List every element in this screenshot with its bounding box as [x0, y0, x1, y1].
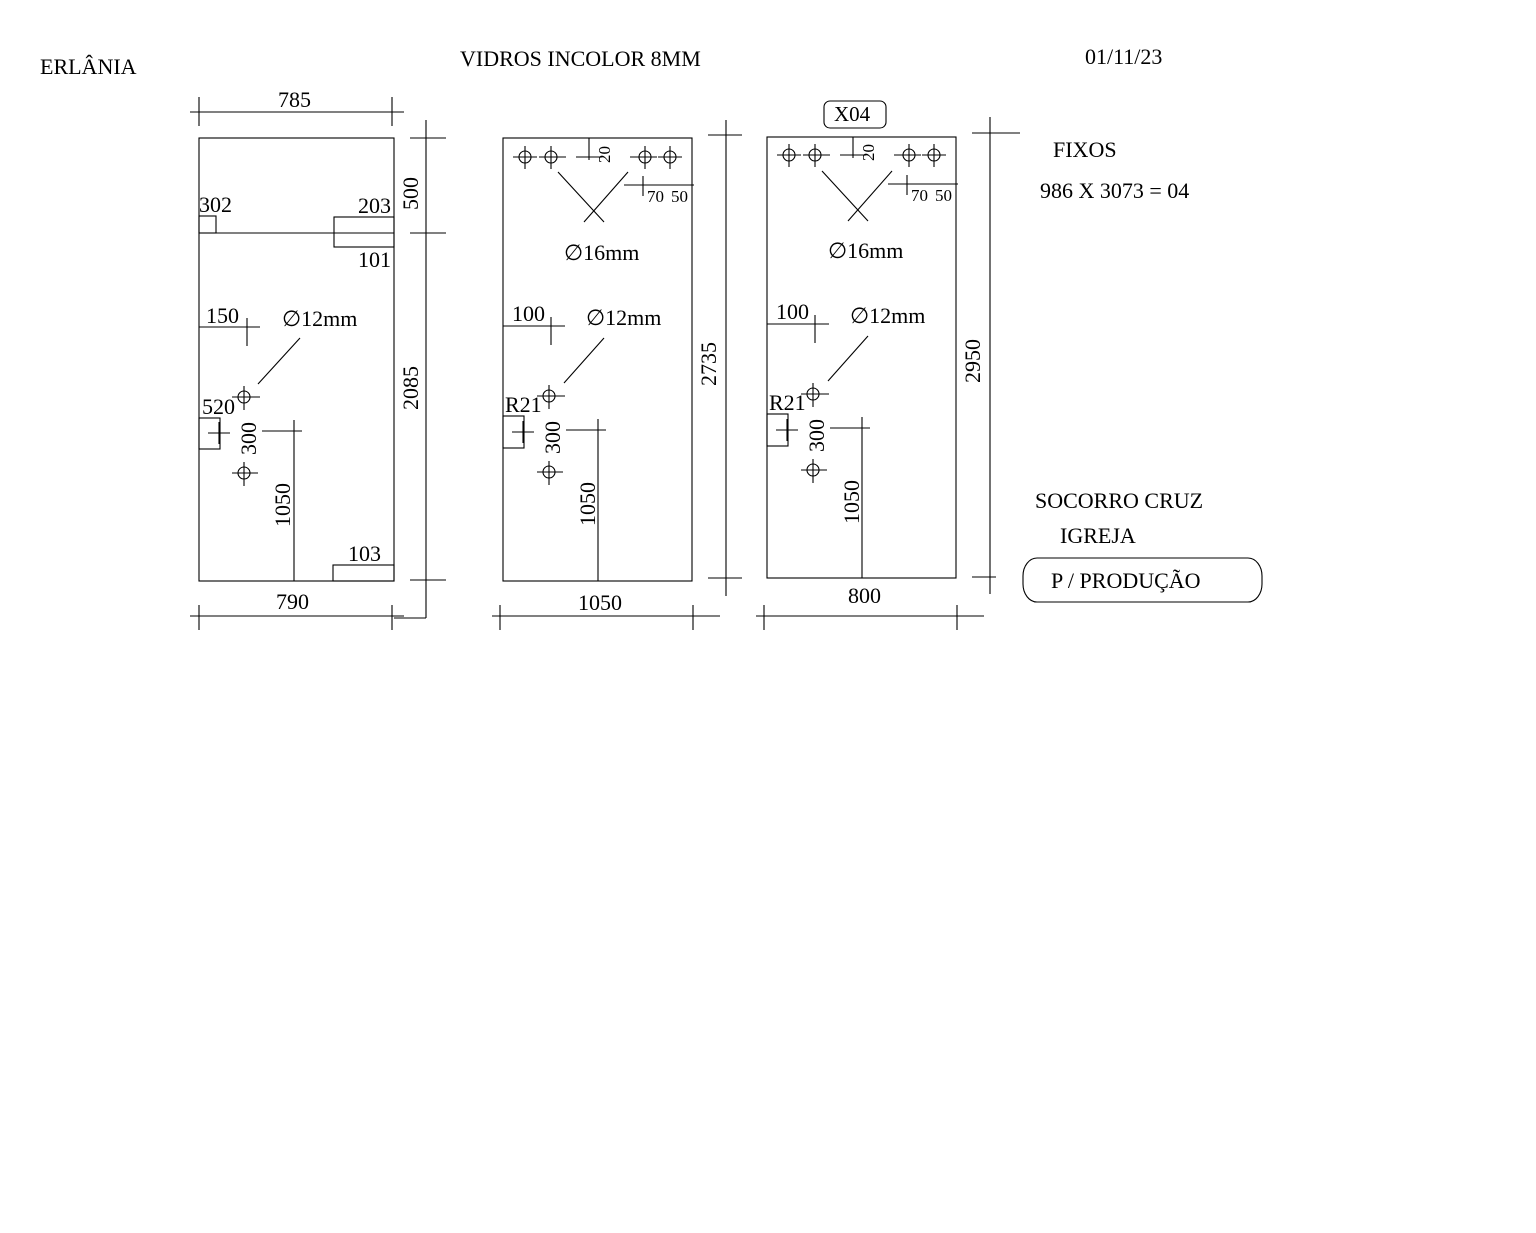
customer-location: IGREJA: [1060, 523, 1136, 548]
panel-3: X04 20 70 50 ∅16mm 100 ∅12mm R21: [756, 100, 1020, 630]
panel-3-dim-1050: 1050: [839, 480, 864, 524]
panel-1-notch-top-left-label: 302: [199, 192, 232, 217]
panel-3-dist-100: 100: [776, 299, 809, 324]
panel-1-hole-diameter: ∅12mm: [282, 306, 357, 331]
production-stamp-label: P / PRODUÇÃO: [1051, 568, 1201, 593]
panel-2-width: 1050: [578, 590, 622, 615]
panel-3-height: 2950: [960, 339, 985, 383]
drawing-title: VIDROS INCOLOR 8MM: [460, 46, 701, 71]
panel-2-dim-1050: 1050: [575, 482, 600, 526]
panel-1-total-height: 2085: [398, 366, 423, 410]
panel-1-hole-lower: [232, 462, 258, 486]
panel-1-dist-150: 150: [206, 303, 239, 328]
panel-3-dim-70: 70: [911, 186, 928, 205]
panel-2-dim-20: 20: [595, 146, 614, 163]
panel-3-hole-top-diameter: ∅16mm: [828, 238, 903, 263]
panel-3-width: 800: [848, 583, 881, 608]
panel-2-height-dimension: 2735: [696, 120, 742, 596]
panel-3-qty-badge-frame: [823, 100, 887, 129]
panel-3-radius: R21: [769, 390, 806, 415]
panel-2-top-holes: [513, 146, 682, 169]
panel-2-dim-300: 300: [540, 421, 565, 454]
panel-1-notch-bottom-right: [332, 564, 395, 582]
panel-1-bottom-width: 790: [276, 589, 309, 614]
panel-2: 20 70 50 ∅16mm 100 ∅12mm R21 300 1050: [492, 120, 742, 630]
panel-1-top-dimension: 785: [190, 87, 404, 126]
panel-1-notch-top-right-label: 203: [358, 193, 391, 218]
customer-name: SOCORRO CRUZ: [1035, 488, 1203, 513]
panel-2-width-dimension: 1050: [492, 590, 720, 630]
panel-2-dim-50: 50: [671, 187, 688, 206]
client-name: ERLÂNIA: [40, 54, 137, 79]
panel-1-notch-bottom-right-label: 103: [348, 541, 381, 566]
panel-3-dim-50: 50: [935, 186, 952, 205]
drawing-date: 01/11/23: [1085, 44, 1162, 69]
panel-1-notch-top-left: [198, 215, 217, 234]
panel-2-radius: R21: [505, 392, 542, 417]
panel-3-hole-diameter: ∅12mm: [850, 303, 925, 328]
panel-1-dim-300: 300: [236, 422, 261, 455]
panel-2-hole-top-diameter: ∅16mm: [564, 240, 639, 265]
panel-3-qty-badge: X04: [834, 102, 871, 126]
panel-2-dim-70: 70: [647, 187, 664, 206]
panel-2-hole-lower: [537, 461, 563, 485]
panel-3-dim-20: 20: [859, 144, 878, 161]
panel-1-top-width: 785: [278, 87, 311, 112]
panel-2-height: 2735: [696, 342, 721, 386]
panel-2-hole-diameter: ∅12mm: [586, 305, 661, 330]
fixos-label: FIXOS: [1053, 137, 1117, 162]
panel-3-dim-300: 300: [804, 419, 829, 452]
panel-1-outline: [198, 137, 395, 582]
panel-1-height-dimension: 500 2085: [394, 120, 446, 619]
panel-1: 785 790 500 2085 302 203 101 150: [190, 87, 446, 630]
panel-2-dist-100: 100: [512, 301, 545, 326]
panel-3-top-holes: [777, 144, 946, 167]
panel-1-notch-left-label: 520: [202, 394, 235, 419]
panel-3-hole-lower: [801, 459, 827, 483]
panel-1-notch-top-right: [333, 216, 395, 248]
panel-3-width-dimension: 800: [756, 583, 984, 630]
panel-3-hole-upper: [801, 383, 829, 407]
production-stamp: P / PRODUÇÃO: [1022, 557, 1263, 603]
panel-1-bottom-dimension: 790: [190, 589, 404, 630]
fixos-spec: 986 X 3073 = 04: [1040, 178, 1189, 203]
panel-3-height-dimension: 2950: [960, 117, 1020, 594]
panel-2-hole-upper: [537, 385, 565, 409]
panel-1-upper-height: 500: [398, 177, 423, 210]
panel-1-dim-1050: 1050: [270, 483, 295, 527]
panel-1-hole-upper: [232, 386, 260, 410]
panel-1-notch-right-below-label: 101: [358, 247, 391, 272]
